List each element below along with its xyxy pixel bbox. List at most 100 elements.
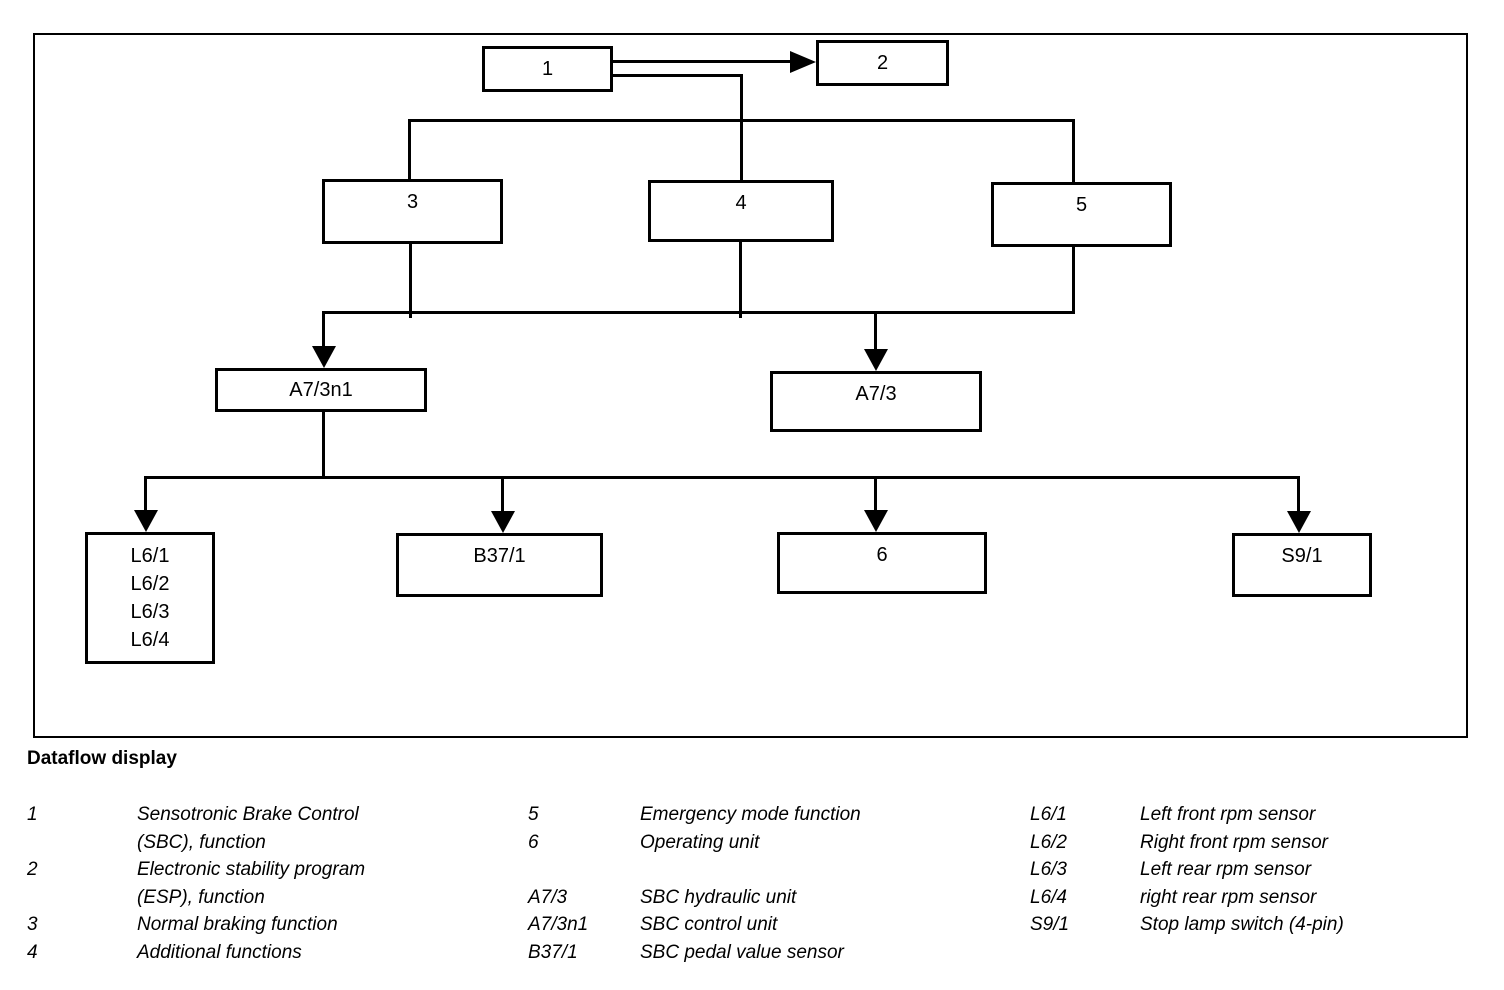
connector-line-horizontal-3 <box>408 119 1075 122</box>
connector-line-horizontal-13 <box>144 476 1300 479</box>
legend-key: 4 <box>27 941 38 963</box>
legend-description-line: Left rear rpm sensor <box>1140 859 1312 880</box>
connector-line-vertical-17 <box>1297 476 1300 514</box>
node-a7-3n1: A7/3n1 <box>215 368 427 412</box>
legend-description: SBC hydraulic unit <box>640 884 861 912</box>
connector-line-vertical-14 <box>144 476 147 512</box>
legend-entry: L6/2 Right front rpm sensor <box>1030 829 1344 857</box>
node-label: 5 <box>1075 194 1088 216</box>
arrowhead-down-icon <box>1287 511 1311 533</box>
legend-description-line: (SBC), function <box>137 831 266 853</box>
node-1: 1 <box>482 46 613 92</box>
legend-description-line: Emergency mode function <box>640 804 861 825</box>
legend-key: L6/2 <box>1030 831 1067 853</box>
legend-key: 5 <box>528 804 539 825</box>
node-label: A7/3n1 <box>289 379 353 401</box>
legend-key <box>528 856 640 884</box>
connector-line-vertical-6 <box>409 244 412 318</box>
legend-key: A7/3n1 <box>528 914 589 935</box>
arrowhead-down-icon <box>491 511 515 533</box>
node-2: 2 <box>816 40 949 86</box>
node-6: 6 <box>777 532 987 594</box>
connector-line-vertical-4 <box>408 119 411 180</box>
legend-key: L6/4 <box>1030 886 1067 908</box>
legend-description-line: Right front rpm sensor <box>1140 831 1328 853</box>
legend-key: 3 <box>27 914 38 935</box>
connector-line-vertical-11 <box>874 311 877 353</box>
node-label: L6/1 <box>130 545 170 567</box>
legend-description-line: Operating unit <box>640 831 760 853</box>
legend-description-line: SBC control unit <box>640 914 778 935</box>
legend-key: 2 <box>27 859 38 880</box>
node-label: B37/1 <box>473 545 526 567</box>
node-s9-1: S9/1 <box>1232 533 1372 597</box>
connector-line-vertical-12 <box>322 412 325 478</box>
legend-entry: 2 Electronic stability program (ESP), func… <box>27 856 365 911</box>
legend-description: SBC pedal value sensor <box>640 939 861 967</box>
legend-entry: A7/3n1 SBC control unit <box>528 911 861 939</box>
legend-description-line: SBC hydraulic unit <box>640 886 797 908</box>
legend-description: Left rear rpm sensor <box>1140 856 1344 884</box>
legend-key: B37/1 <box>528 941 578 963</box>
node-label: 1 <box>541 58 554 80</box>
connector-line-horizontal-0 <box>613 60 792 63</box>
connector-line-vertical-7 <box>739 242 742 318</box>
legend-key: L6/3 <box>1030 859 1067 880</box>
legend-entry: 3 Normal braking function <box>27 911 365 939</box>
node-5: 5 <box>991 182 1172 247</box>
arrowhead-down-icon <box>864 349 888 371</box>
legend-entry: S9/1 Stop lamp switch (4-pin) <box>1030 911 1344 939</box>
legend-description-line: Electronic stability program <box>137 859 366 880</box>
legend-description-line: right rear rpm sensor <box>1140 886 1317 908</box>
legend-description: Operating unit <box>640 829 861 857</box>
legend-description-line: Left front rpm sensor <box>1140 804 1316 825</box>
legend-description: Additional functions <box>137 939 365 967</box>
arrowhead-down-icon <box>312 346 336 368</box>
legend-description-line: Normal braking function <box>137 914 338 935</box>
connector-line-vertical-5 <box>1072 119 1075 183</box>
node-label: A7/3 <box>855 383 897 405</box>
connector-line-horizontal-1 <box>613 74 743 77</box>
legend-description: Electronic stability program (ESP), funct… <box>137 856 365 911</box>
connector-line-vertical-2 <box>740 74 743 180</box>
arrowhead-right-icon <box>790 51 816 73</box>
node-label: S9/1 <box>1281 545 1323 567</box>
legend-entry: 4 Additional functions <box>27 939 365 967</box>
legend-description: Left front rpm sensor <box>1140 801 1344 829</box>
connector-line-horizontal-9 <box>322 311 1075 314</box>
node-label: 2 <box>876 52 889 74</box>
legend-entry: B37/1 SBC pedal value sensor <box>528 939 861 967</box>
legend-entry <box>528 856 861 884</box>
node-3: 3 <box>322 179 503 244</box>
legend-description: SBC control unit <box>640 911 861 939</box>
legend-description: right rear rpm sensor <box>1140 884 1344 912</box>
legend-description-line: (ESP), function <box>137 886 265 908</box>
node-label: L6/3 <box>130 601 170 623</box>
legend-key: 1 <box>27 804 38 825</box>
node-label: 3 <box>406 191 419 213</box>
arrowhead-down-icon <box>134 510 158 532</box>
arrowhead-down-icon <box>864 510 888 532</box>
legend-description-line: SBC pedal value sensor <box>640 941 844 963</box>
connector-line-vertical-15 <box>501 476 504 514</box>
legend-entry: L6/3 Left rear rpm sensor <box>1030 856 1344 884</box>
node-label: 4 <box>735 192 747 214</box>
legend-description-line: Stop lamp switch (4-pin) <box>1140 914 1344 935</box>
node-label: L6/4 <box>130 629 170 651</box>
node-label: L6/2 <box>130 573 170 595</box>
node-b37-1: B37/1 <box>396 533 603 597</box>
legend-description: Normal braking function <box>137 911 365 939</box>
connector-line-vertical-10 <box>322 311 325 351</box>
diagram-caption: Dataflow display <box>27 748 177 769</box>
legend-key: S9/1 <box>1030 914 1070 935</box>
legend-description: Right front rpm sensor <box>1140 829 1344 857</box>
legend-description: Stop lamp switch (4-pin) <box>1140 911 1344 939</box>
